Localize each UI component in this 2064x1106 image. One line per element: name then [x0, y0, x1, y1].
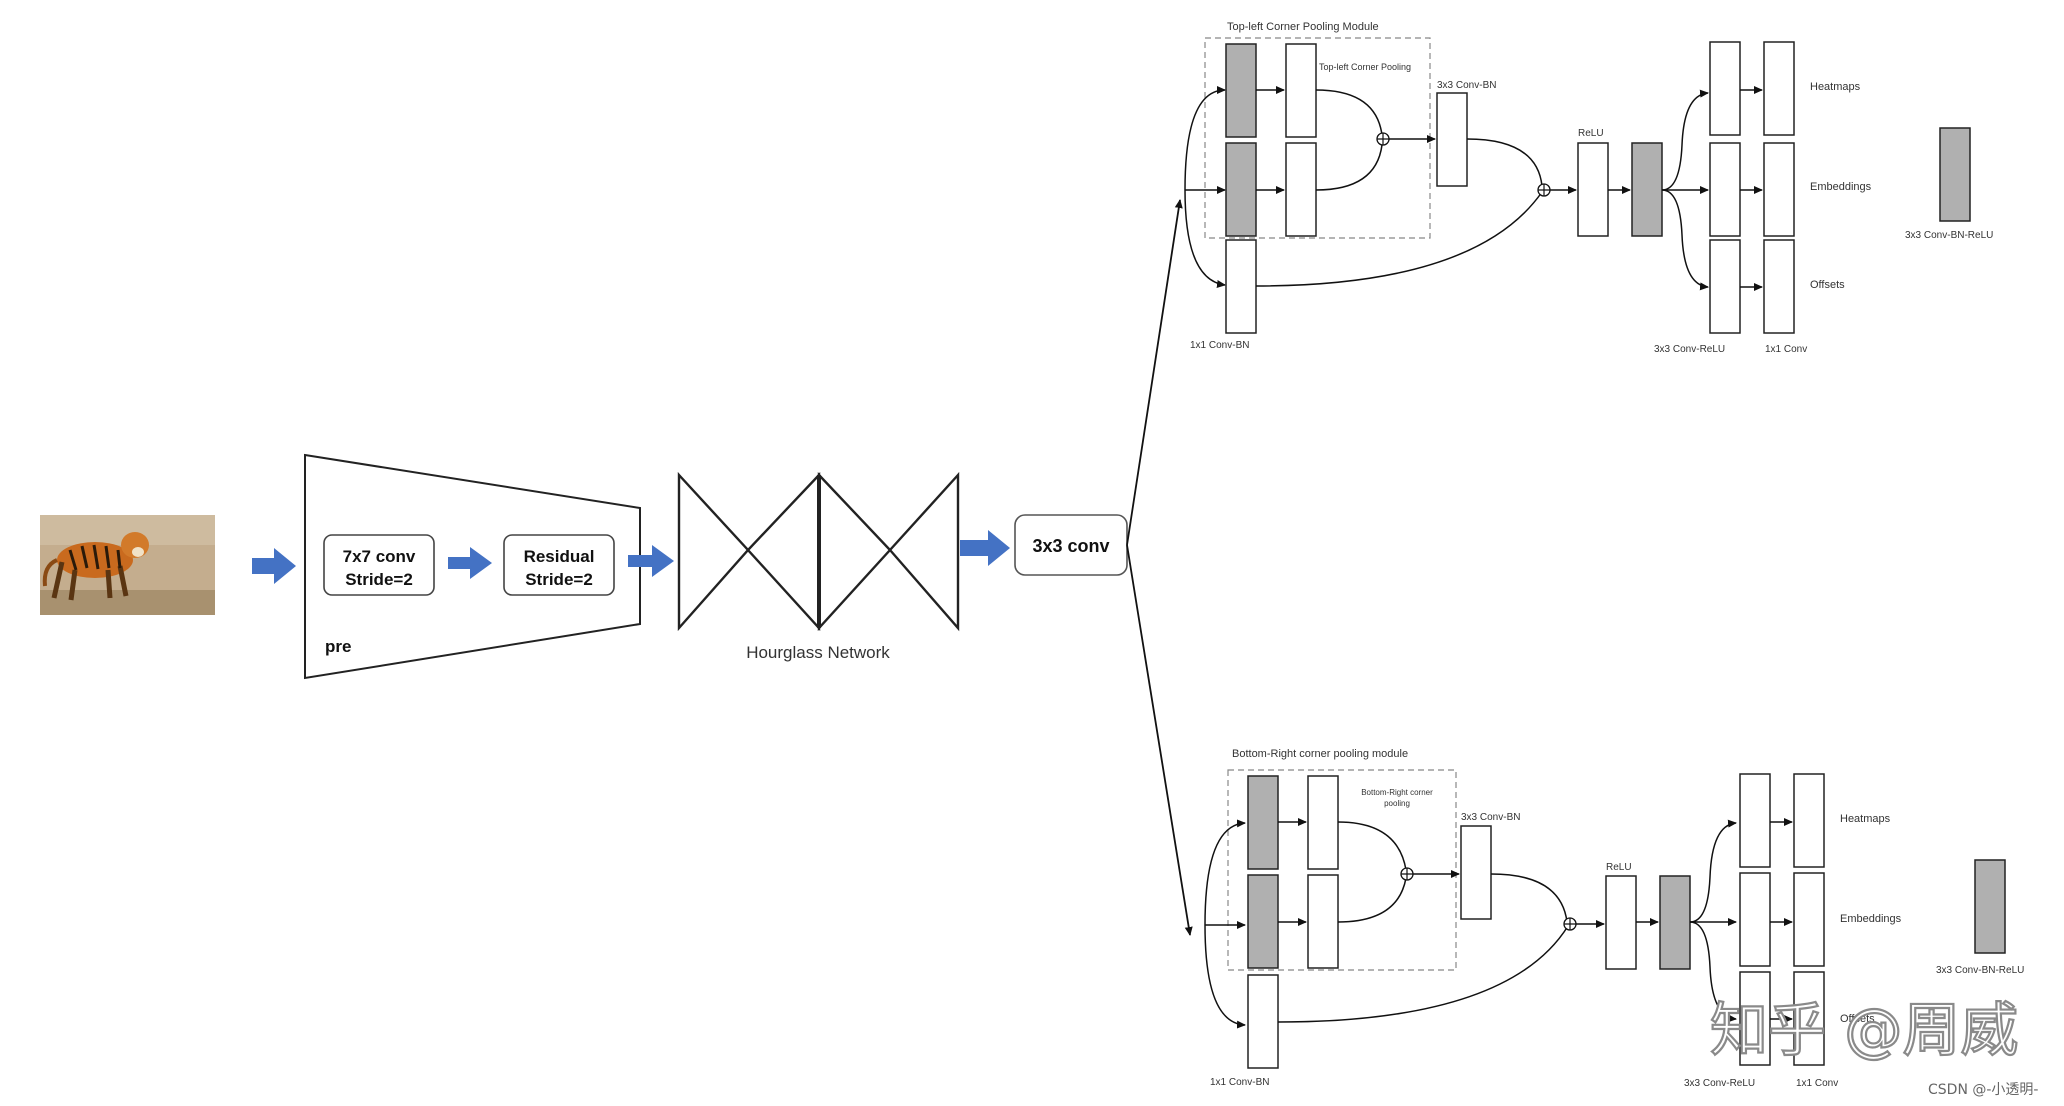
- bottom-pooling-label-1: Bottom-Right corner: [1361, 788, 1433, 797]
- pre-module: 7x7 conv Stride=2 Residual Stride=2 pre: [304, 453, 641, 680]
- bottom-relu-label: ReLU: [1606, 862, 1632, 873]
- bottom-head-label-1: 3x3 Conv-ReLU: [1684, 1078, 1755, 1089]
- top-pooling-label: Top-left Corner Pooling: [1319, 62, 1411, 72]
- credit-text: CSDN @-小透明-: [1928, 1082, 2038, 1098]
- bottom-output-embeddings: Embeddings: [1840, 913, 1902, 925]
- bottom-legend-swatch: [1974, 859, 2006, 954]
- pre-block1-line1: 7x7 conv: [343, 547, 416, 566]
- top-relu-label: ReLU: [1578, 128, 1604, 139]
- bottom-head-label-2: 1x1 Conv: [1796, 1078, 1838, 1089]
- pre-block1-line2: Stride=2: [345, 570, 413, 589]
- top-module-title: Top-left Corner Pooling Module: [1227, 21, 1379, 33]
- bottom-conv1x1-label: 1x1 Conv-BN: [1210, 1077, 1269, 1088]
- top-output-embeddings: Embeddings: [1810, 181, 1872, 193]
- bottom-output-offsets: Offsets: [1840, 1013, 1875, 1025]
- pre-block2-line2: Stride=2: [525, 570, 593, 589]
- watermark-text: 知乎 @周威: [1710, 996, 2018, 1064]
- pre-label: pre: [325, 637, 351, 656]
- conv3x3-box: 3x3 conv: [1014, 514, 1128, 576]
- conv3x3-label: 3x3 conv: [1032, 536, 1109, 556]
- top-legend-label: 3x3 Conv-BN-ReLU: [1905, 230, 1993, 241]
- top-output-heatmaps: Heatmaps: [1810, 81, 1861, 93]
- hourglass-label: Hourglass Network: [746, 643, 890, 662]
- flow-arrow-3: [628, 545, 674, 577]
- top-conv-bn-label: 3x3 Conv-BN: [1437, 80, 1496, 91]
- top-legend-swatch: [1939, 127, 1971, 222]
- input-image: [40, 515, 215, 615]
- hourglass-network: [677, 471, 960, 632]
- bottom-output-heatmaps: Heatmaps: [1840, 813, 1891, 825]
- branch-lines: [1126, 199, 1193, 936]
- bottom-module-title: Bottom-Right corner pooling module: [1232, 748, 1408, 760]
- bottom-legend-label: 3x3 Conv-BN-ReLU: [1936, 965, 2024, 976]
- top-conv1x1-label: 1x1 Conv-BN: [1190, 340, 1249, 351]
- flow-arrow-1: [252, 548, 296, 584]
- top-output-offsets: Offsets: [1810, 279, 1845, 291]
- flow-arrow-4: [960, 530, 1010, 566]
- bottom-pooling-label-2: pooling: [1384, 799, 1410, 808]
- top-head-label-2: 1x1 Conv: [1765, 344, 1807, 355]
- top-head-label-1: 3x3 Conv-ReLU: [1654, 344, 1725, 355]
- flow-arrow-2: [448, 547, 492, 579]
- pre-block2-line1: Residual: [524, 547, 595, 566]
- bottom-conv-bn-label: 3x3 Conv-BN: [1461, 812, 1520, 823]
- bottom-right-corner-module: Bottom-Right corner pooling module Botto…: [1204, 748, 2024, 1089]
- top-left-corner-module: Top-left Corner Pooling Module Top-left …: [1184, 21, 1993, 355]
